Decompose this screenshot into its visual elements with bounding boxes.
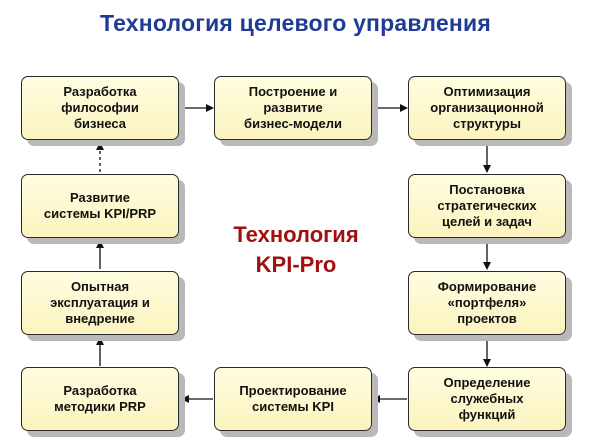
box-prp-method-label: Разработка методики PRP [54, 383, 146, 414]
box-philosophy: Разработка философии бизнеса [21, 76, 179, 140]
box-business-model: Построение и развитие бизнес-модели [214, 76, 372, 140]
diagram-title: Технология целевого управления [100, 10, 491, 36]
box-goals: Постановка стратегических целей и задач [408, 174, 566, 238]
box-goals-label: Постановка стратегических целей и задач [437, 182, 537, 229]
box-org-structure: Оптимизация организационной структуры [408, 76, 566, 140]
box-philosophy-label: Разработка философии бизнеса [61, 84, 139, 131]
box-prp-method: Разработка методики PRP [21, 367, 179, 431]
box-business-model-label: Построение и развитие бизнес-модели [244, 84, 342, 131]
box-kpi-development: Развитие системы KPI/PRP [21, 174, 179, 238]
center-label: Технология KPI-Pro [233, 222, 359, 277]
box-kpi-development-label: Развитие системы KPI/PRP [43, 190, 157, 221]
box-functions: Определение служебных функций [408, 367, 566, 431]
box-org-structure-label: Оптимизация организационной структуры [430, 84, 544, 131]
box-portfolio: Формирование «портфеля» проектов [408, 271, 566, 335]
box-kpi-design-label: Проектирование системы KPI [239, 383, 347, 414]
box-functions-label: Определение служебных функций [443, 375, 531, 422]
box-pilot-label: Опытная эксплуатация и внедрение [50, 279, 150, 326]
box-pilot: Опытная эксплуатация и внедрение [21, 271, 179, 335]
box-portfolio-label: Формирование «портфеля» проектов [437, 279, 537, 326]
box-kpi-design: Проектирование системы KPI [214, 367, 372, 431]
